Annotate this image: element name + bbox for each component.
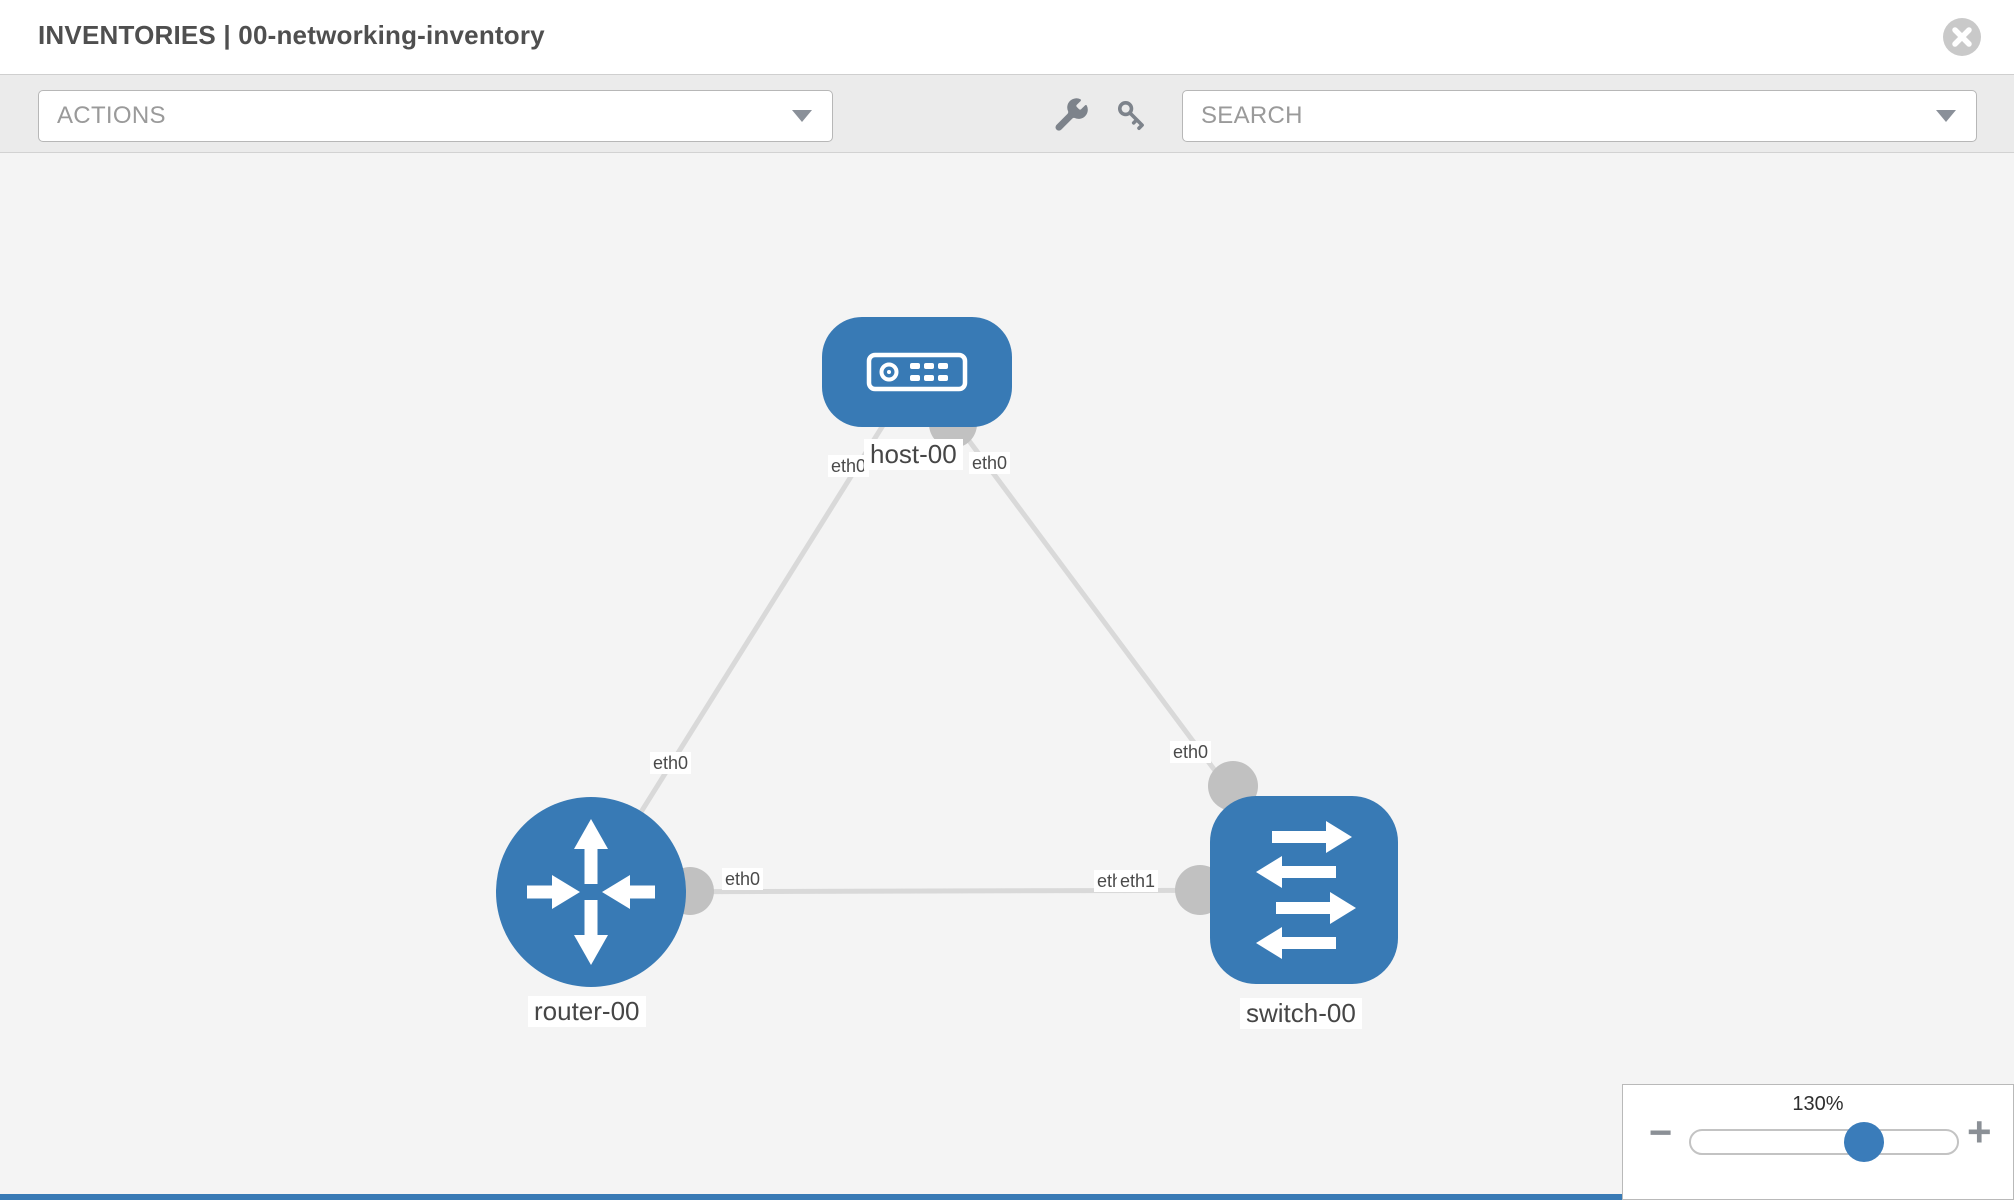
- zoom-control-panel: 130% − +: [1622, 1084, 2014, 1200]
- topology-canvas[interactable]: [0, 153, 2014, 1200]
- interface-label: eth0: [1170, 741, 1212, 763]
- wrench-icon: [1055, 98, 1088, 131]
- chevron-down-icon: [1936, 110, 1956, 122]
- node-router-00[interactable]: [496, 797, 686, 987]
- node-host-00[interactable]: [822, 317, 1012, 427]
- interface-label: eth0: [969, 452, 1011, 474]
- interface-label: eth0: [828, 455, 870, 477]
- zoom-slider-handle[interactable]: [1844, 1122, 1884, 1162]
- interface-label: eth1: [1117, 870, 1159, 892]
- zoom-out-button[interactable]: −: [1649, 1111, 1673, 1155]
- node-label-router: router-00: [528, 996, 646, 1027]
- host-icon: [866, 352, 968, 392]
- interface-label: eth0: [650, 752, 692, 774]
- zoom-slider-track[interactable]: [1689, 1129, 1959, 1155]
- search-dropdown[interactable]: SEARCH: [1182, 90, 1977, 142]
- chevron-down-icon: [792, 110, 812, 122]
- page-title: INVENTORIES | 00-networking-inventory: [38, 20, 545, 50]
- interface-connectors: [666, 400, 1258, 915]
- router-icon: [527, 819, 655, 965]
- node-label-switch: switch-00: [1240, 998, 1362, 1029]
- header-bar: INVENTORIES | 00-networking-inventory: [0, 0, 2014, 74]
- key-button[interactable]: [1112, 95, 1152, 135]
- search-dropdown-label: SEARCH: [1201, 102, 1303, 129]
- node-label-host: host-00: [864, 439, 963, 470]
- interface-label: eth0: [722, 868, 764, 890]
- close-button[interactable]: [1943, 18, 1981, 56]
- toolbar: ACTIONS SEARCH: [0, 74, 2014, 153]
- footer-accent-strip: [0, 1194, 1622, 1200]
- zoom-in-button[interactable]: +: [1967, 1108, 1992, 1155]
- zoom-level-readout: 130%: [1792, 1093, 1844, 1115]
- actions-dropdown[interactable]: ACTIONS: [38, 90, 833, 142]
- close-icon: [1943, 18, 1981, 56]
- switch-icon: [1256, 821, 1356, 959]
- actions-dropdown-label: ACTIONS: [57, 102, 166, 129]
- key-icon: [1117, 100, 1144, 130]
- wrench-button[interactable]: [1051, 95, 1091, 135]
- node-switch-00[interactable]: [1210, 796, 1398, 984]
